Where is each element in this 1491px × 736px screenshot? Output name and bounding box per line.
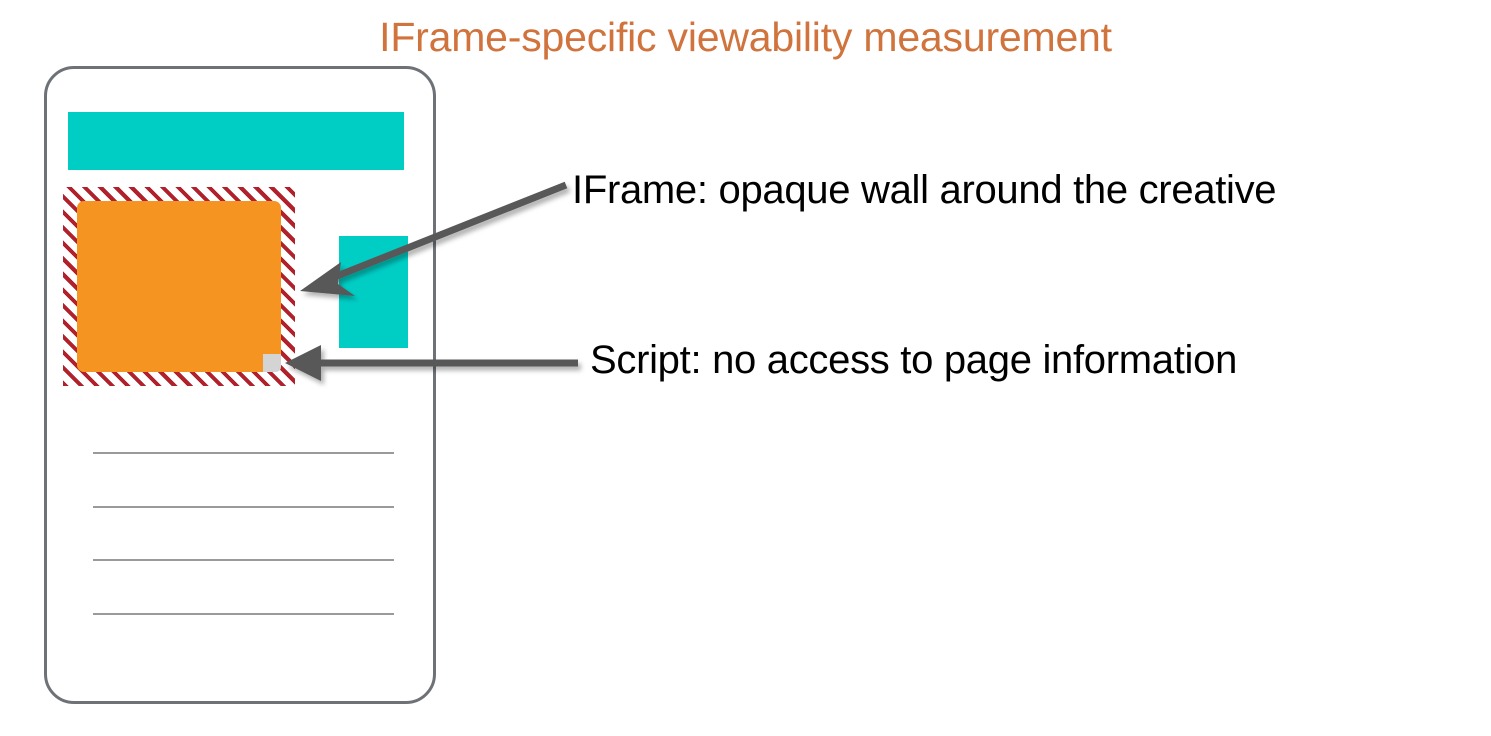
ad-creative [77,201,281,372]
side-banner-block [339,236,408,348]
top-banner-block [68,112,404,170]
page-text-rule [93,452,394,454]
page-text-rule [93,506,394,508]
script-marker-icon [263,354,281,372]
page-title: IFrame-specific viewability measurement [379,14,1112,60]
page-text-rule [93,613,394,615]
iframe-wall [63,187,295,386]
callout-label-iframe: IFrame: opaque wall around the creative [572,168,1277,212]
page-text-rule [93,559,394,561]
callout-label-script: Script: no access to page information [590,338,1238,382]
